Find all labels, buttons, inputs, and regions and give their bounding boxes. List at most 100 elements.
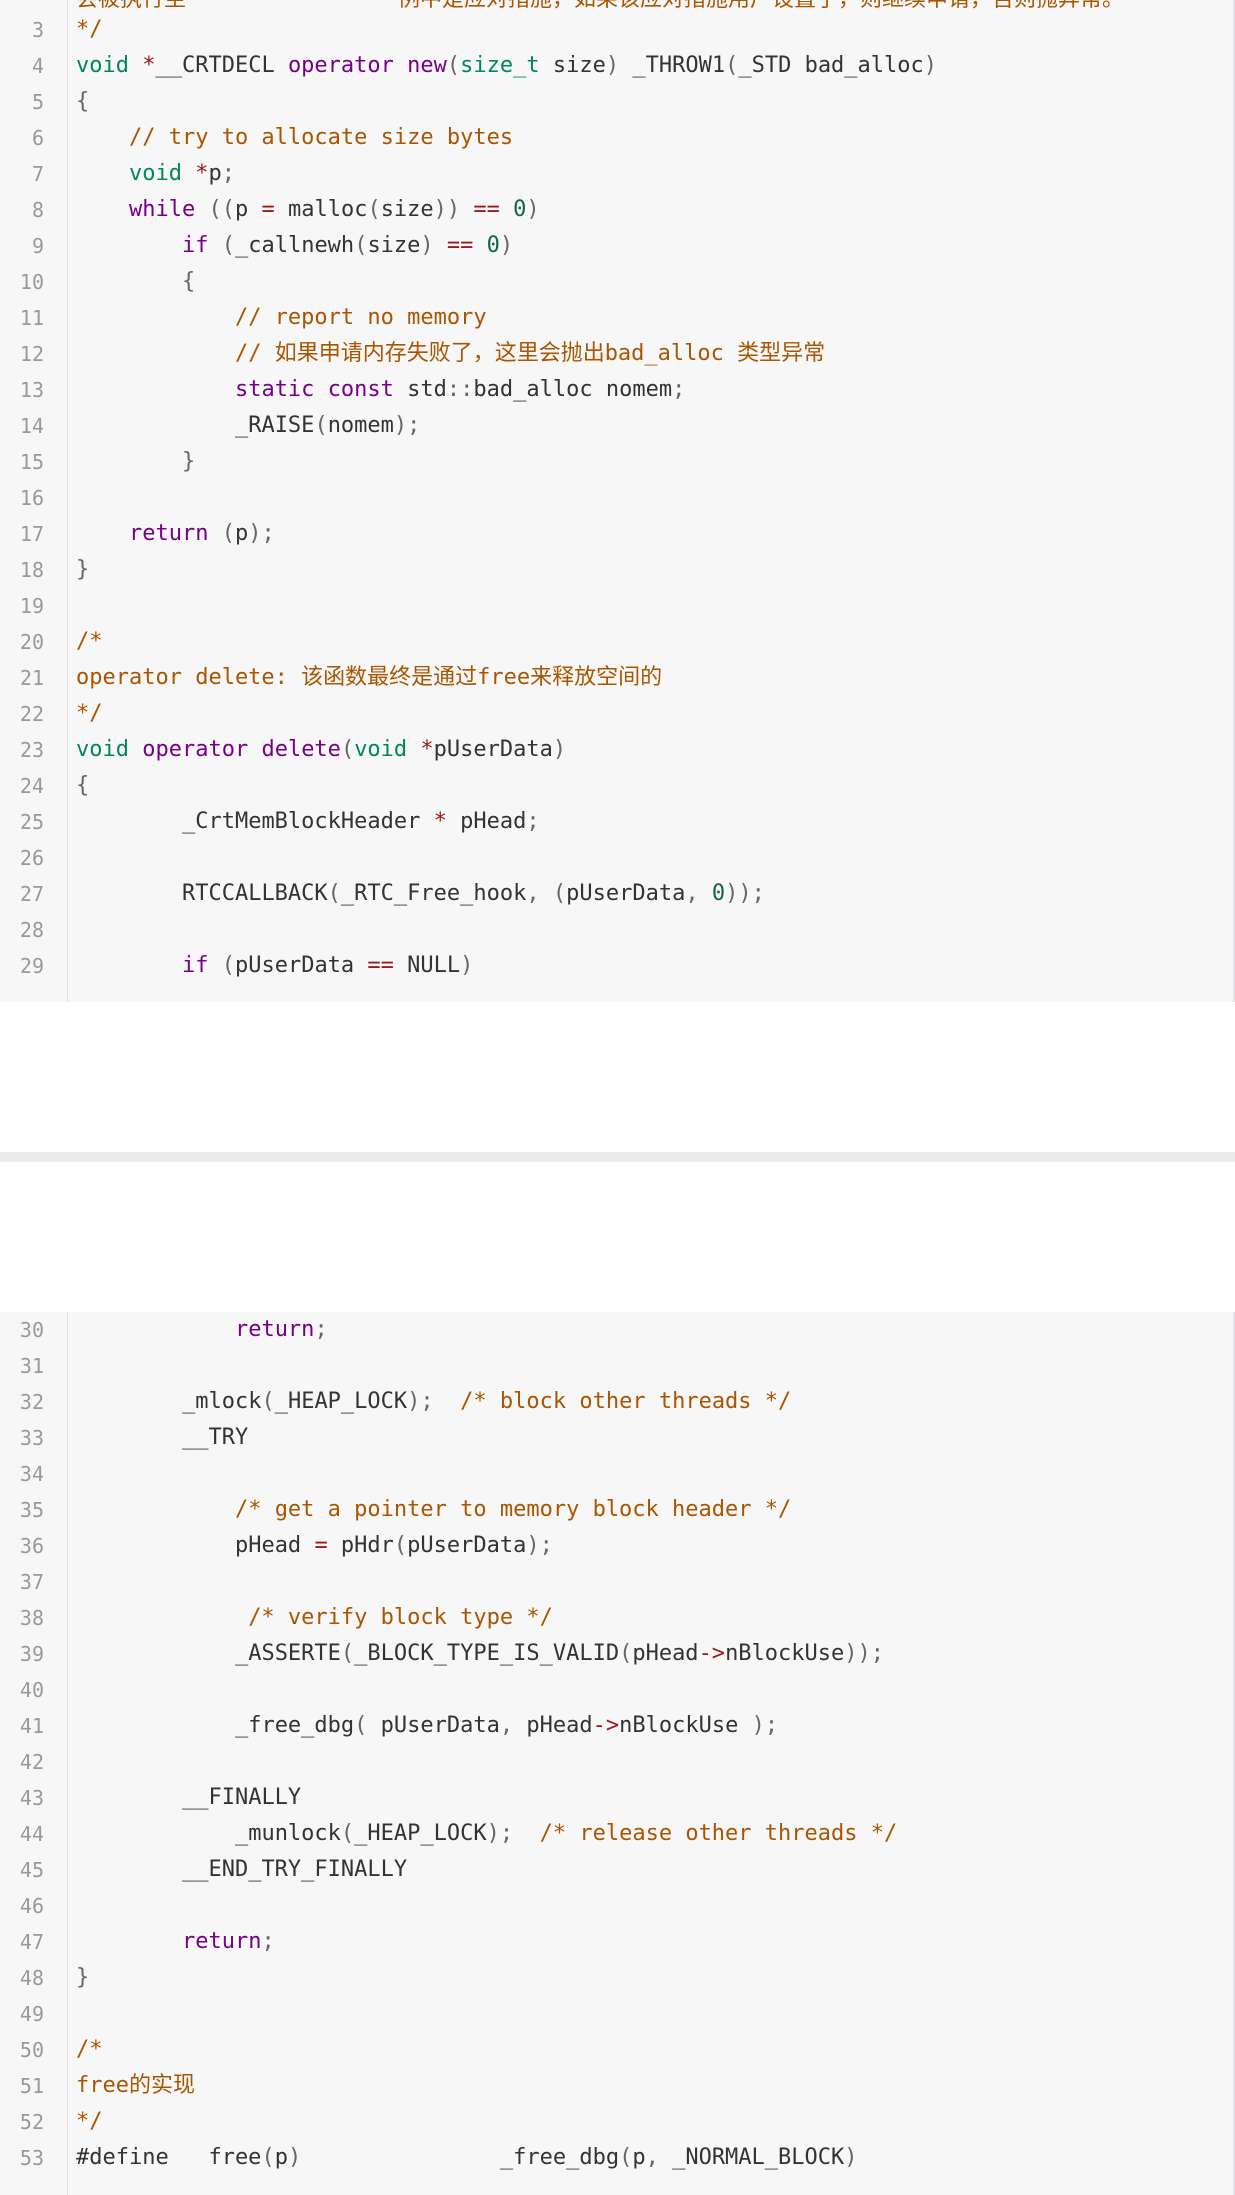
code-token: operator (287, 53, 394, 78)
code-token (513, 1821, 540, 1846)
code-text: return (p); (76, 516, 275, 552)
code-token: ); (407, 1389, 434, 1414)
code-token: _free_dbg (234, 1713, 355, 1738)
line-number: 41 (19, 1714, 44, 1738)
code-token: p (234, 521, 249, 546)
code-text: /* get a pointer to memory block header … (76, 1492, 791, 1528)
code-token (76, 1605, 248, 1630)
code-token (314, 377, 327, 402)
code-token (182, 161, 195, 186)
code-token: ( (208, 953, 235, 978)
code-text: RTCCALLBACK(_RTC_Free_hook, (pUserData, … (76, 876, 765, 912)
code-text: */ (76, 12, 103, 48)
code-token: nBlockUse (619, 1713, 752, 1738)
code-token: , (645, 2145, 673, 2170)
code-token: /* block other threads */ (460, 1389, 792, 1414)
code-token (76, 881, 182, 906)
code-token: if (181, 953, 209, 978)
line-number: 50 (19, 2038, 44, 2062)
code-text: { (76, 264, 195, 300)
line-number-gutter (0, 0, 68, 1002)
section-divider (0, 1152, 1235, 1162)
line-number: 29 (19, 954, 44, 978)
code-token: pUserData (380, 1713, 500, 1738)
code-text: while ((p = malloc(size)) == 0) (76, 192, 540, 228)
code-token (186, 0, 398, 12)
code-token: void (128, 161, 182, 186)
code-line: 42 (0, 1744, 1235, 1780)
code-token: _callnewh (234, 233, 355, 258)
code-line: 13 static const std::bad_alloc nomem; (0, 372, 1235, 408)
code-text: */ (76, 696, 103, 732)
code-token (129, 737, 142, 762)
code-text: #define free(p) _free_dbg(p, _NORMAL_BLO… (76, 2140, 858, 2176)
code-line: 18} (0, 552, 1235, 588)
code-token: ( (340, 1821, 355, 1846)
line-number: 17 (19, 522, 44, 546)
code-token: delete (261, 737, 341, 762)
code-line: 3 */ (0, 12, 1235, 48)
code-token: __END_TRY_FINALLY (181, 1857, 408, 1882)
line-number: 53 (19, 2146, 44, 2170)
line-number: 34 (19, 1462, 44, 1486)
code-token: const (327, 377, 394, 402)
code-token: * (195, 161, 209, 186)
code-token (76, 1929, 182, 1954)
code-text: _free_dbg( pUserData, pHead->nBlockUse )… (76, 1708, 778, 1744)
code-token (76, 269, 182, 294)
code-line: 12 // 如果申请内存失败了，这里会抛出bad_alloc 类型异常 (0, 336, 1235, 372)
line-number: 19 (19, 594, 44, 618)
code-token: ); (526, 1533, 553, 1558)
code-token: _THROW1 (619, 53, 726, 78)
code-token (76, 341, 235, 366)
code-text: __END_TRY_FINALLY (76, 1852, 407, 1888)
code-token: pUserData (433, 737, 553, 762)
code-line: 40 (0, 1672, 1235, 1708)
line-number: 6 (31, 126, 44, 150)
code-token: _STD bad_alloc (738, 53, 924, 78)
code-token: ( (340, 737, 355, 762)
code-token: _HEAP_LOCK (274, 1389, 408, 1414)
code-token: ( (446, 53, 461, 78)
code-token: { (181, 269, 196, 294)
code-token (76, 1389, 182, 1414)
code-token (76, 1857, 182, 1882)
code-text: void operator delete(void *pUserData) (76, 732, 566, 768)
code-token: ); (486, 1821, 514, 1846)
code-token: operator delete: 该函数最终是通过free来释放空间的 (76, 665, 663, 690)
code-token: ( (354, 233, 368, 258)
line-number: 48 (19, 1966, 44, 1990)
code-text: _mlock(_HEAP_LOCK); /* block other threa… (76, 1384, 791, 1420)
code-line: 52*/ (0, 2104, 1235, 2140)
code-line: 41 _free_dbg( pUserData, pHead->nBlockUs… (0, 1708, 1235, 1744)
code-line: 11 // report no memory (0, 300, 1235, 336)
code-token (434, 1389, 461, 1414)
code-token: ; (314, 1317, 328, 1342)
code-text: _munlock(_HEAP_LOCK); /* release other t… (76, 1816, 897, 1852)
code-token: ) (844, 2145, 858, 2170)
code-text: __FINALLY (76, 1780, 301, 1816)
code-token: ; (672, 377, 686, 402)
code-token (76, 1533, 235, 1558)
code-token: ( (261, 1389, 275, 1414)
line-number: 24 (19, 774, 44, 798)
code-line: 28 (0, 912, 1235, 948)
code-token: _HEAP_LOCK (354, 1821, 487, 1846)
line-number: 15 (19, 450, 44, 474)
code-token: ); (751, 1713, 779, 1738)
code-token: ( (314, 413, 328, 438)
code-token (76, 1713, 235, 1738)
line-number: 35 (19, 1498, 44, 1522)
line-number: 16 (19, 486, 44, 510)
code-token: if (181, 233, 209, 258)
line-number: 40 (19, 1678, 44, 1702)
code-line: 24{ (0, 768, 1235, 804)
code-token (76, 521, 129, 546)
line-number: 3 (31, 18, 44, 42)
code-text: void *__CRTDECL operator new(size_t size… (76, 48, 937, 84)
code-token (394, 53, 407, 78)
line-number: 5 (31, 90, 44, 114)
code-text: /* (76, 624, 103, 660)
code-token (76, 305, 235, 330)
